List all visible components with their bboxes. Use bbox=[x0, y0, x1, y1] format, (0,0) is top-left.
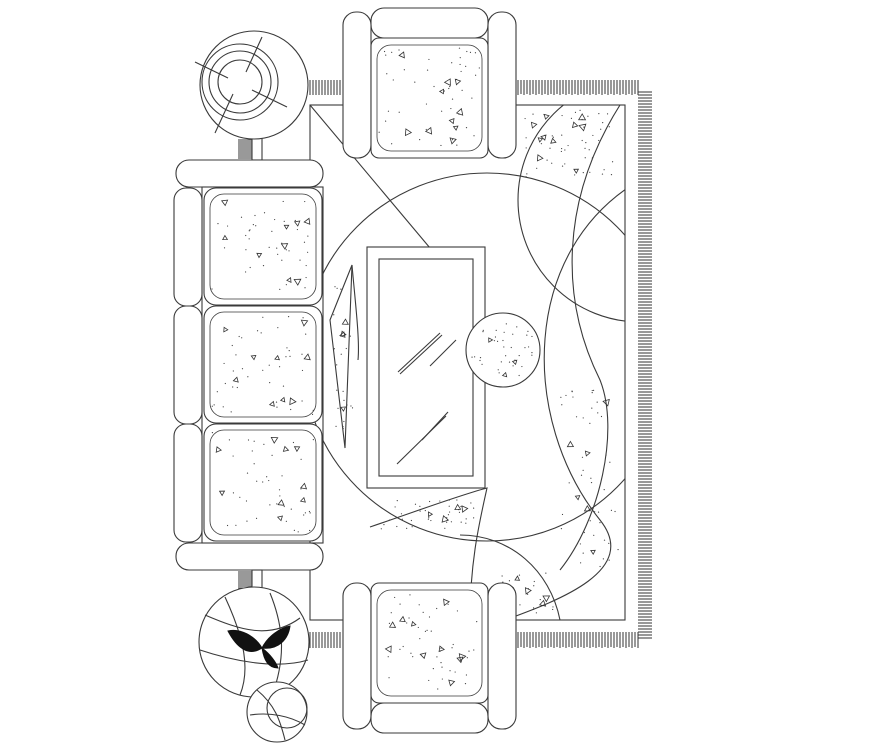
sofa-back-cushion bbox=[173, 187, 203, 307]
rug-pattern bbox=[310, 105, 625, 620]
sofa-seat-cushion bbox=[203, 187, 323, 306]
round-side-table bbox=[194, 30, 309, 161]
sofa-seat-cushion bbox=[203, 423, 323, 542]
rug-fringe-bottom bbox=[517, 632, 639, 648]
sofa-back-cushion bbox=[173, 423, 203, 543]
armchair-bottom-texture bbox=[384, 594, 481, 690]
rug-speckle-texture bbox=[333, 109, 619, 614]
round-planter-pot bbox=[198, 569, 310, 698]
decorative-ball bbox=[246, 681, 308, 743]
area-rug bbox=[309, 80, 652, 648]
rug-fringe-left-top bbox=[309, 80, 341, 95]
rug-pattern-upper-circle bbox=[517, 105, 625, 322]
sofa-seat-cushion-inner bbox=[209, 429, 317, 536]
rug-pattern-wave-left bbox=[504, 189, 625, 620]
sofa-fabric-texture bbox=[211, 199, 314, 533]
rug-pattern-diagonal bbox=[310, 105, 431, 249]
rug-fringe-top bbox=[517, 80, 639, 95]
three-seat-sofa bbox=[173, 159, 324, 571]
small-round-stool bbox=[465, 312, 541, 388]
sofa-back-cushion bbox=[173, 305, 203, 425]
rug-pattern-wave-right bbox=[559, 105, 621, 571]
sofa-seat-cushion bbox=[203, 305, 323, 424]
armchair-top-texture bbox=[378, 47, 480, 147]
rug-fringe-right bbox=[638, 91, 652, 639]
rug-fringe-left-bottom bbox=[309, 632, 341, 648]
armchair-bottom bbox=[342, 582, 517, 734]
sofa-arm-bottom bbox=[175, 542, 324, 571]
sofa-seat-cushion-inner bbox=[209, 193, 317, 300]
rug-pattern-main-circle bbox=[310, 172, 625, 542]
sofa-seat-cushion-inner bbox=[209, 311, 317, 418]
coffee-table-glass bbox=[366, 246, 486, 489]
rug-pattern-left-sliver bbox=[329, 264, 353, 449]
armchair-top bbox=[342, 7, 517, 159]
rug-pattern-lower-sliver bbox=[369, 487, 488, 620]
sofa-arm-top bbox=[175, 159, 324, 188]
